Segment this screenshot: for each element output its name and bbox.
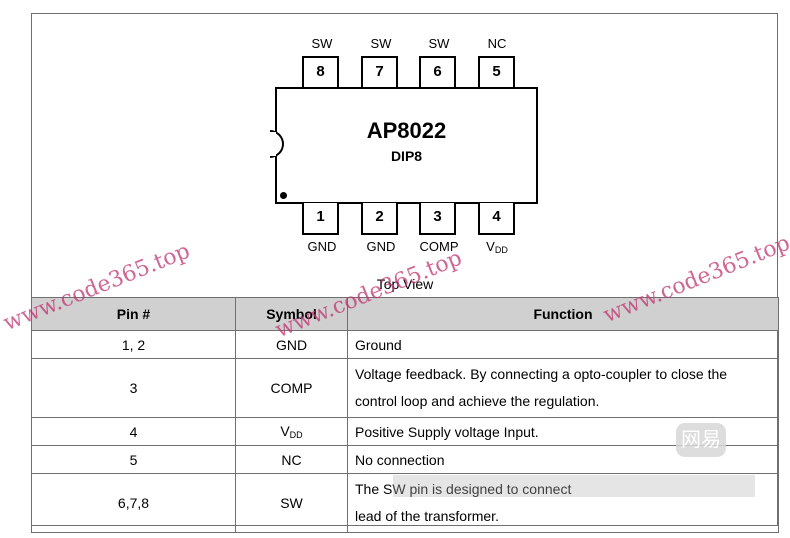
logo-badge: 网易 [676, 423, 726, 457]
chip-package: DIP8 [390, 148, 423, 164]
cell-symbol: COMP [235, 358, 348, 418]
pin-2: 2 [361, 203, 398, 235]
table-row: 5 NC No connection [31, 445, 779, 474]
table-row: 6,7,8 SW The SW pin is designed to conne… [31, 473, 779, 533]
cell-symbol: SW [235, 473, 348, 533]
cell-symbol: GND [235, 330, 348, 359]
pin-5-label: NC [487, 36, 507, 51]
pin-1: 1 [302, 203, 339, 235]
table-row: 4 VDD Positive Supply voltage Input. [31, 417, 779, 446]
pin-3: 3 [419, 203, 456, 235]
pin-7-label: SW [370, 36, 392, 51]
cell-function: Ground [347, 330, 779, 359]
pin-7: 7 [361, 56, 398, 88]
pin-8-label: SW [311, 36, 333, 51]
pin-8: 8 [302, 56, 339, 88]
header-symbol: Symbol [235, 297, 348, 331]
cell-symbol: NC [235, 445, 348, 474]
pin-function-table: Pin # Symbol Function 1, 2 GND Ground 3 … [31, 297, 779, 533]
pin-6: 6 [419, 56, 456, 88]
pin-3-label: COMP [419, 239, 459, 254]
obscured-text-overlay [393, 475, 755, 497]
pin-6-label: SW [428, 36, 450, 51]
table-row: 1, 2 GND Ground [31, 330, 779, 359]
cell-pin: 6,7,8 [31, 473, 236, 533]
pin-1-label: GND [307, 239, 337, 254]
table-row: 3 COMP Voltage feedback. By connecting a… [31, 358, 779, 418]
cell-symbol: VDD [235, 417, 348, 446]
cell-pin: 4 [31, 417, 236, 446]
pin-4: 4 [478, 203, 515, 235]
cell-pin: 3 [31, 358, 236, 418]
pin1-marker-dot [280, 192, 287, 199]
chip-name: AP8022 [366, 118, 447, 143]
pin-4-label: VDD [486, 239, 508, 255]
pin-5: 5 [478, 56, 515, 88]
cell-pin: 1, 2 [31, 330, 236, 359]
ic-body [275, 87, 538, 204]
cell-function: Voltage feedback. By connecting a opto-c… [347, 358, 779, 418]
cell-pin: 5 [31, 445, 236, 474]
pin-2-label: GND [366, 239, 396, 254]
header-pin: Pin # [31, 297, 236, 331]
top-view-caption: Top View [376, 276, 434, 292]
header-function: Function [347, 297, 779, 331]
